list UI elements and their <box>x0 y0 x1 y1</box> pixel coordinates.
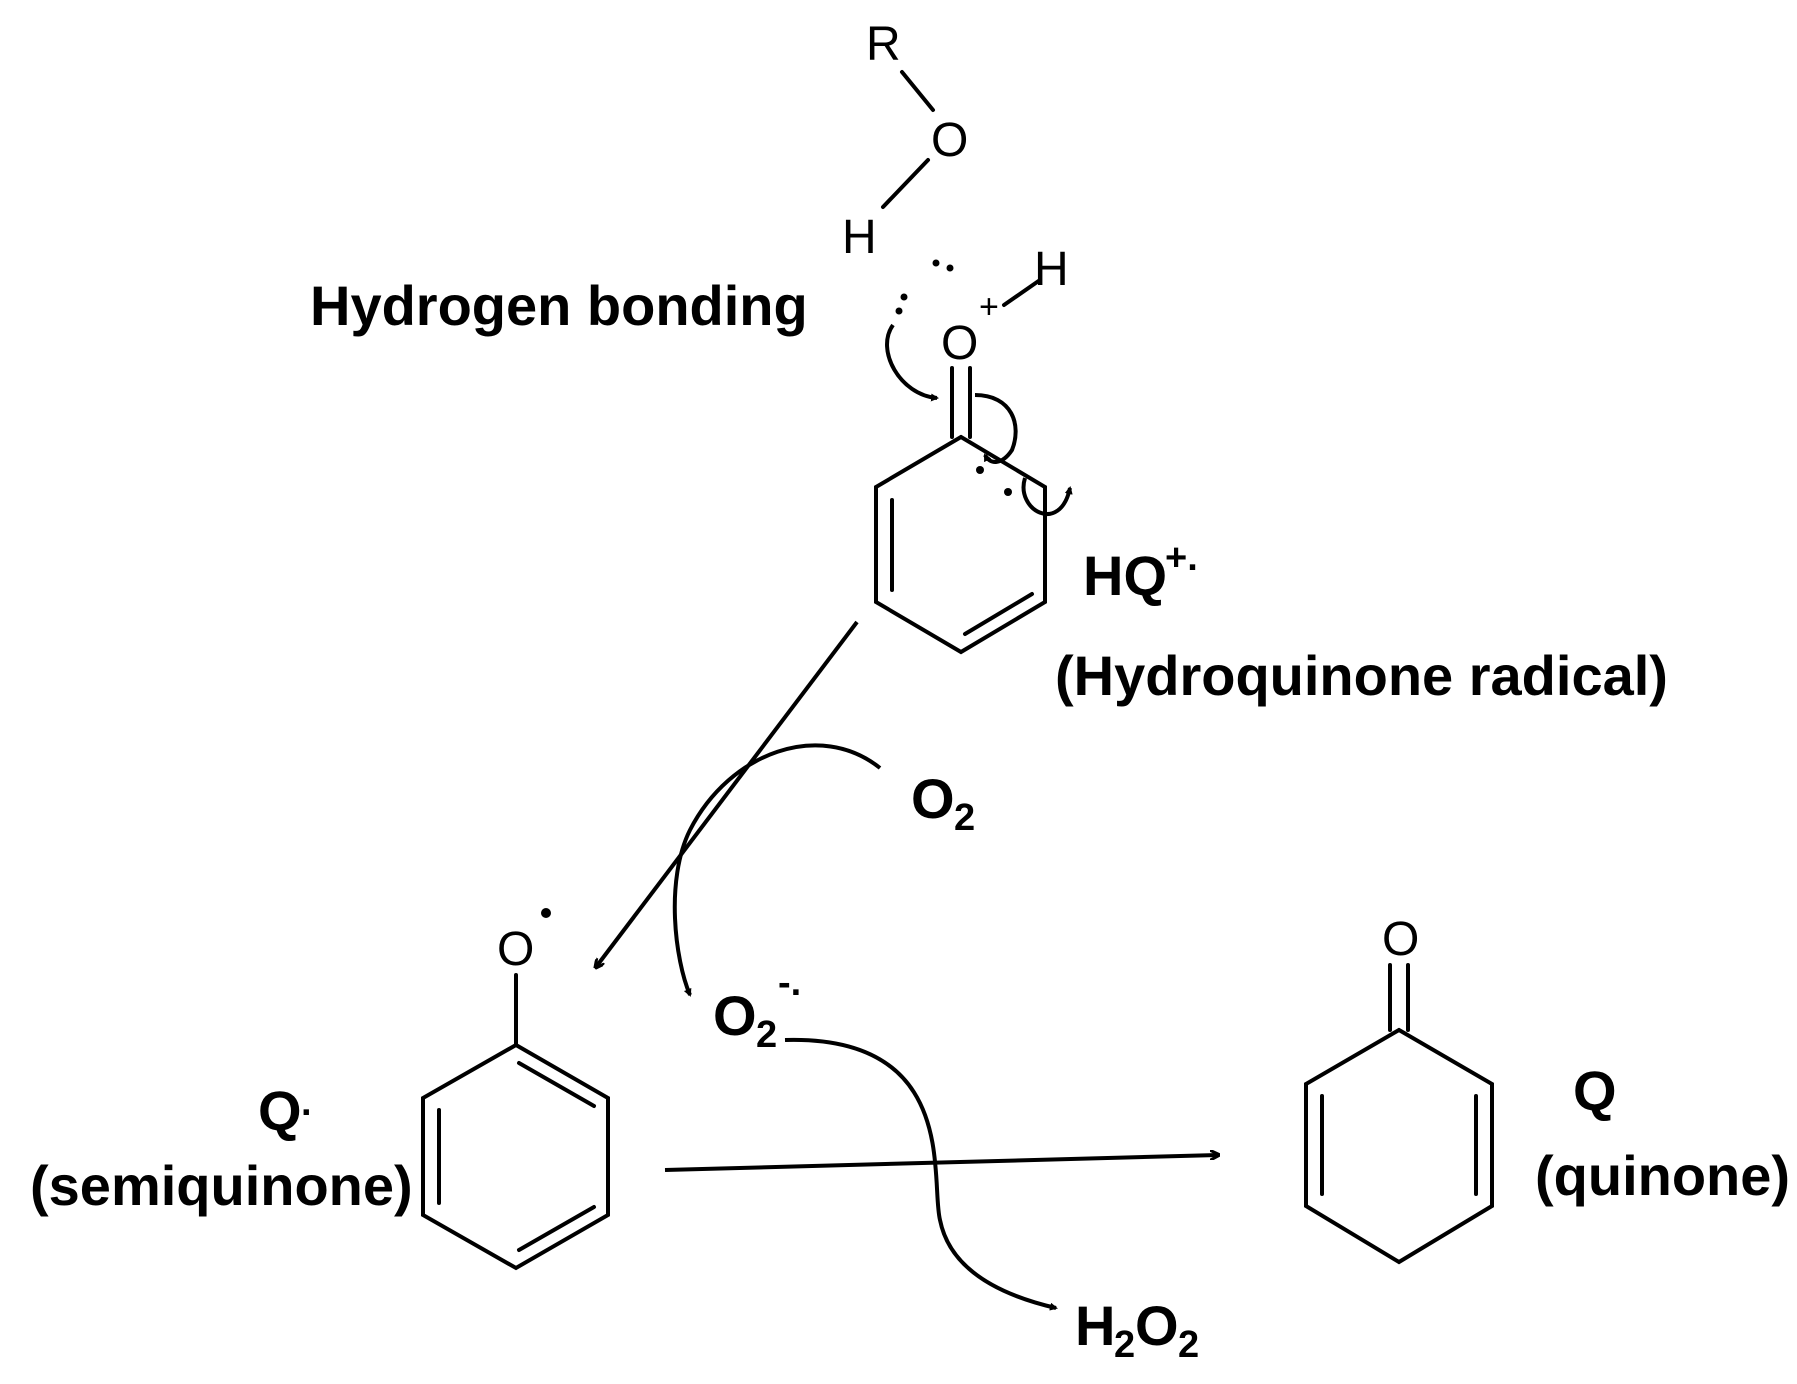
hydroquinone-radical-structure: O + H <box>874 243 1073 655</box>
atom-r: R <box>866 18 901 71</box>
bond-o-h <box>881 158 930 209</box>
radical-dot <box>976 466 984 474</box>
h2o2-sub2: 2 <box>1178 1324 1199 1366</box>
ring-double-bond-upper-right <box>517 1061 596 1108</box>
hq-charge: +. <box>1165 537 1198 579</box>
oxygen-label-o: O <box>911 767 955 830</box>
atom-o-roh: O <box>931 114 968 167</box>
h2o2-sub1: 2 <box>1114 1324 1135 1366</box>
atom-h-protonated: H <box>1034 243 1069 296</box>
hydrogen-bonding-label: Hydrogen bonding <box>310 274 808 337</box>
oxygen-plus-charge: + <box>979 288 999 326</box>
semiquinone-symbol-dot: . <box>301 1082 312 1124</box>
oxygen-label-subscript: 2 <box>954 797 975 839</box>
oxygen-label: O 2 <box>911 767 975 839</box>
atom-o-semiquinone: O <box>497 923 534 976</box>
h2o2-o: O <box>1135 1294 1179 1357</box>
superoxide-label: O 2 -. <box>713 962 801 1056</box>
electron-arrow-ring <box>1021 477 1073 516</box>
lone-pair-dot <box>946 264 954 272</box>
quinone-symbol: Q <box>1573 1059 1617 1122</box>
semiquinone-symbol: Q <box>258 1079 302 1142</box>
electron-arrow-double-bond <box>974 393 1018 464</box>
radical-dot <box>541 908 551 918</box>
superoxide-label-o: O <box>713 984 757 1047</box>
ring-hydroquinone <box>874 435 1047 655</box>
ring-semiquinone <box>421 1043 610 1271</box>
superoxide-to-h2o2-arrow <box>784 1037 1058 1311</box>
ring-double-bond-lower-right <box>517 1205 596 1252</box>
alcohol-roh: R O H <box>842 18 968 264</box>
semiquinone-structure: O <box>421 908 610 1271</box>
atom-o-quinone: O <box>1382 913 1419 966</box>
ring-quinone <box>1304 1028 1494 1265</box>
semiquinone-label: (semiquinone) <box>30 1154 413 1217</box>
lone-pair-dot <box>900 293 908 301</box>
quinone-label: (quinone) <box>1535 1144 1790 1207</box>
quinone-structure: O <box>1304 913 1494 1265</box>
lone-pair-dot <box>932 259 940 267</box>
ring-double-bond-bottom <box>963 592 1034 636</box>
electron-arrow-lone-pair <box>885 323 939 402</box>
reaction-arrow-to-quinone <box>664 1155 1218 1172</box>
reaction-arrow-to-semiquinone <box>596 620 859 967</box>
o2-to-superoxide-arrow <box>672 743 882 997</box>
atom-o-protonated: O <box>941 317 978 370</box>
lone-pair-dot <box>895 307 903 315</box>
hq-label: HQ <box>1083 544 1167 607</box>
hydrogen-peroxide-label: H 2 O 2 <box>1075 1294 1199 1366</box>
bond-o-h-protonated <box>1002 278 1042 307</box>
hydroquinone-radical-label: (Hydroquinone radical) <box>1055 644 1668 707</box>
atom-h-roh: H <box>842 211 877 264</box>
superoxide-label-subscript: 2 <box>756 1014 777 1056</box>
h2o2-h: H <box>1075 1294 1115 1357</box>
radical-dot <box>1004 488 1012 496</box>
bond-r-o <box>900 70 935 112</box>
superoxide-label-charge: -. <box>778 962 801 1004</box>
